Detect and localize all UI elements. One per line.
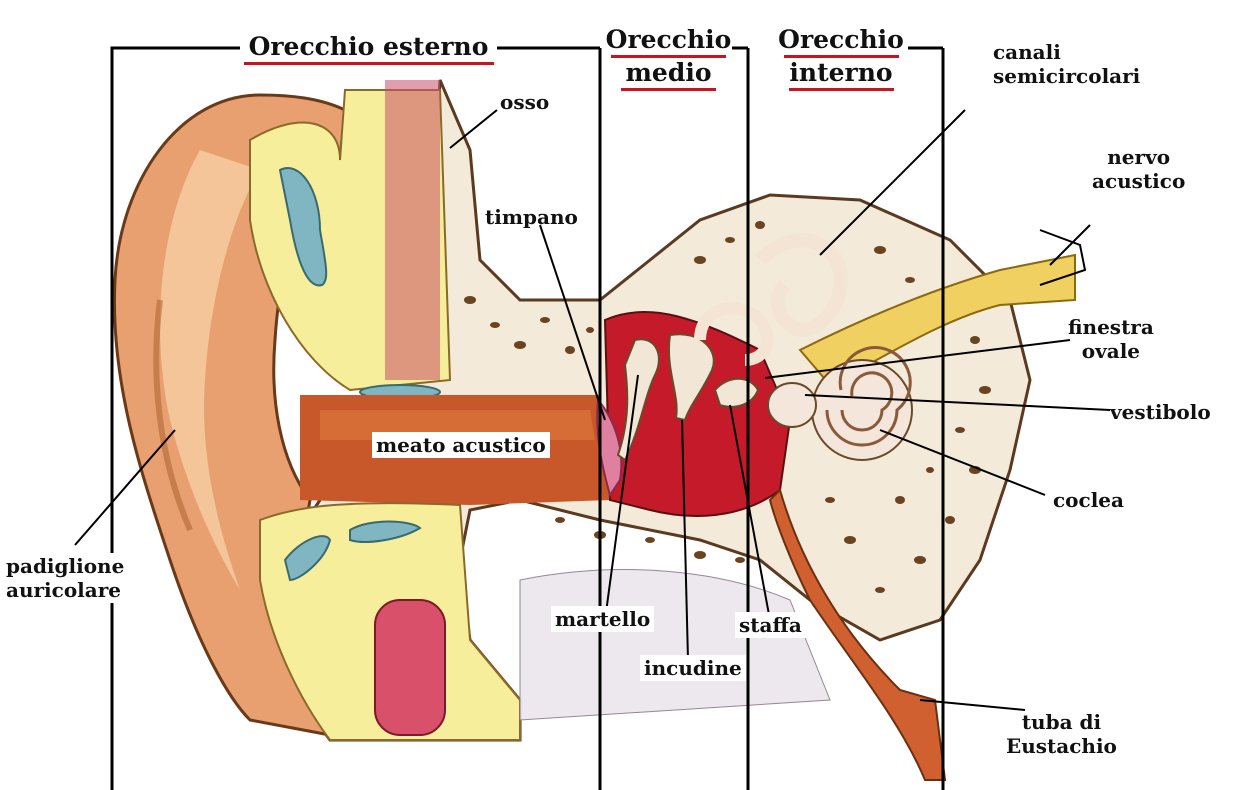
label-coclea: coclea xyxy=(1053,488,1124,512)
section-outer-ear-label: Orecchio esterno xyxy=(249,32,489,61)
label-nervo-acustico: nervo acustico xyxy=(1092,145,1185,193)
label-staffa: staffa xyxy=(735,612,806,638)
label-nervo-acustico-1: nervo xyxy=(1092,145,1185,169)
label-vestibolo: vestibolo xyxy=(1110,400,1211,424)
section-inner-ear-label-2: interno xyxy=(776,58,906,88)
label-padiglione-auricolare: padiglione auricolare xyxy=(2,553,128,603)
section-middle-ear-label-2: medio xyxy=(605,58,732,88)
label-canali-semicircolari-1: canali xyxy=(993,40,1140,64)
label-canali-semicircolari-2: semicircolari xyxy=(993,64,1140,88)
label-incudine: incudine xyxy=(640,655,746,681)
section-middle-ear-label-1: Orecchio xyxy=(605,25,732,55)
label-martello: martello xyxy=(551,606,654,632)
section-middle-ear-underline-2 xyxy=(621,88,716,91)
parotid-gland xyxy=(375,600,445,735)
label-finestra-ovale: finestra ovale xyxy=(1068,315,1154,363)
section-outer-ear: Orecchio esterno xyxy=(240,32,497,65)
label-osso: osso xyxy=(500,90,549,114)
label-tuba-di-eustachio-2: Eustachio xyxy=(1006,734,1117,758)
label-tuba-di-eustachio: tuba di Eustachio xyxy=(1006,710,1117,758)
label-padiglione-auricolare-2: auricolare xyxy=(6,578,124,602)
label-timpano: timpano xyxy=(485,205,578,229)
pharynx-wall xyxy=(520,570,830,720)
section-outer-ear-underline xyxy=(244,62,494,65)
section-inner-ear: Orecchio interno xyxy=(776,25,906,91)
section-inner-ear-underline-2 xyxy=(789,88,894,91)
label-nervo-acustico-2: acustico xyxy=(1092,169,1185,193)
label-padiglione-auricolare-1: padiglione xyxy=(6,554,124,578)
label-canali-semicircolari: canali semicircolari xyxy=(993,40,1140,88)
label-meato-acustico: meato acustico xyxy=(372,432,550,458)
section-middle-ear: Orecchio medio xyxy=(605,25,732,91)
label-finestra-ovale-2: ovale xyxy=(1068,339,1154,363)
label-finestra-ovale-1: finestra xyxy=(1068,315,1154,339)
section-inner-ear-label-1: Orecchio xyxy=(776,25,906,55)
label-tuba-di-eustachio-1: tuba di xyxy=(1006,710,1117,734)
muscle-strip xyxy=(385,80,440,380)
vestibule xyxy=(768,383,816,427)
